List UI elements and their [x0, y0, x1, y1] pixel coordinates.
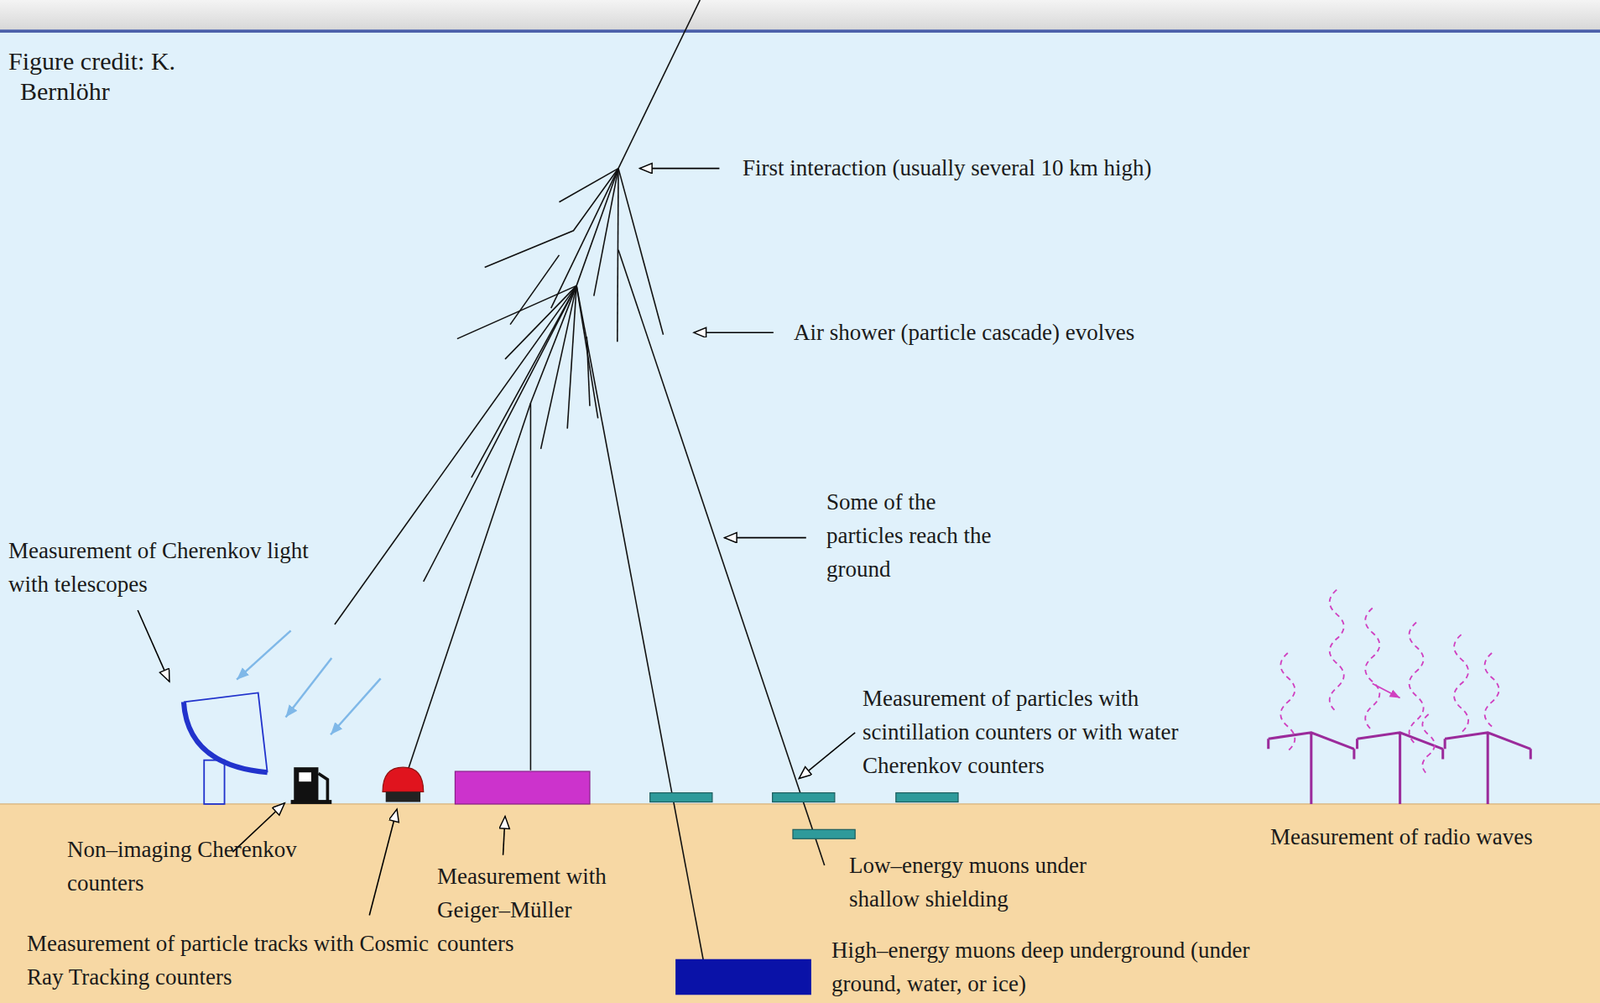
ground-line: [0, 802, 1600, 804]
radio-antennas: [1268, 732, 1532, 804]
ground: [0, 803, 1600, 1003]
cherenkov-telescope: [183, 692, 268, 804]
annotation: Non–imaging Cherenkov counters: [67, 832, 298, 900]
scintillation-counters: [650, 792, 959, 840]
tracking-counter: [382, 766, 424, 802]
particle-cascade: [334, 0, 825, 965]
annotation: High–energy muons deep underground (unde…: [831, 932, 1268, 1001]
geiger-mueller-counter: [454, 771, 590, 804]
annotation: Some of the particles reach the ground: [826, 484, 999, 586]
deep-muon-detector: [675, 958, 812, 996]
header-band: [0, 0, 1600, 30]
annotation: Measurement with Geiger–Müller counters: [437, 859, 652, 960]
header-line: [0, 29, 1600, 33]
non-imaging-counter: [291, 766, 333, 804]
radio-arrow: [1372, 682, 1401, 698]
annotation: Measurement of Cherenkov light with tele…: [8, 533, 324, 601]
cherenkov-light: [236, 630, 381, 735]
radio-waves: [1280, 589, 1499, 776]
annotation: Low–energy muons under shallow shielding: [849, 848, 1152, 916]
annotation: Measurement of radio waves: [1270, 819, 1533, 854]
figure-credit: Figure credit: K. Bernlöhr: [8, 46, 212, 107]
annotation: Measurement of particle tracks with Cosm…: [26, 926, 433, 994]
annotation: Air shower (particle cascade) evolves: [793, 315, 1135, 350]
annotation: First interaction (usually several 10 km…: [742, 151, 1152, 185]
annotation: Measurement of particles with scintillat…: [862, 681, 1207, 782]
